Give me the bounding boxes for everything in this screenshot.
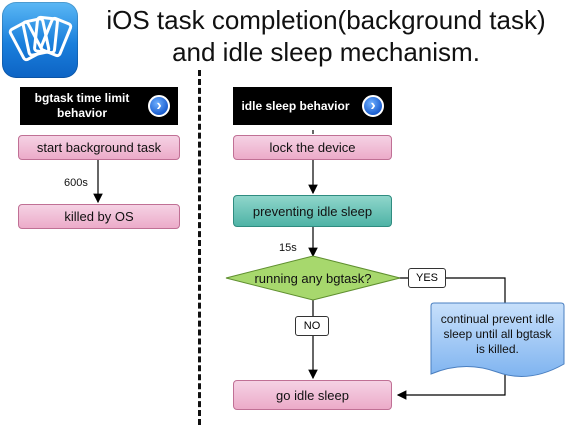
- decision-label: running any bgtask?: [254, 270, 372, 286]
- left-header-label: bgtask time limit behavior: [34, 91, 130, 120]
- go-idle-sleep-box: go idle sleep: [233, 380, 392, 410]
- yes-tag: YES: [408, 268, 446, 288]
- divider: [198, 70, 201, 425]
- app-icon: [2, 2, 78, 78]
- continual-prevent-note-label: continual prevent idle sleep until all b…: [440, 312, 555, 356]
- title-line-2: and idle sleep mechanism.: [172, 37, 480, 67]
- preventing-idle-sleep-box: preventing idle sleep: [233, 195, 392, 227]
- right-edge-label: 15s: [279, 242, 297, 254]
- title-line-1: iOS task completion(background task): [106, 5, 546, 35]
- left-header: bgtask time limit behavior ›: [20, 87, 178, 125]
- page-title: iOS task completion(background task) and…: [86, 4, 566, 68]
- right-header-label: idle sleep behavior: [241, 98, 350, 113]
- killed-by-os-label: killed by OS: [64, 209, 134, 224]
- go-arrow-icon[interactable]: ›: [148, 95, 170, 117]
- right-header: idle sleep behavior ›: [233, 87, 392, 125]
- decision-diamond: [225, 255, 401, 301]
- lock-device-label: lock the device: [269, 140, 356, 155]
- go-arrow-icon[interactable]: ›: [362, 95, 384, 117]
- start-background-task-box: start background task: [18, 135, 180, 160]
- left-edge-label: 600s: [64, 177, 88, 189]
- killed-by-os-box: killed by OS: [18, 204, 180, 229]
- go-idle-sleep-label: go idle sleep: [276, 387, 349, 403]
- continual-prevent-note: continual prevent idle sleep until all b…: [429, 302, 566, 380]
- lock-device-box: lock the device: [233, 135, 392, 160]
- start-background-task-label: start background task: [36, 140, 162, 155]
- no-tag: NO: [295, 316, 329, 336]
- preventing-idle-sleep-label: preventing idle sleep: [252, 203, 373, 219]
